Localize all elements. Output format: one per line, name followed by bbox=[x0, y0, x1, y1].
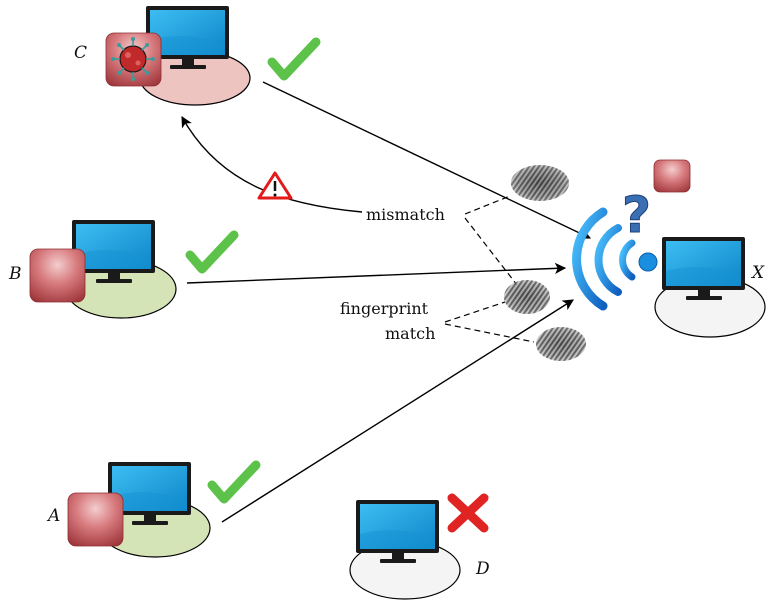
svg-text:?: ? bbox=[622, 186, 651, 244]
monitor-icon bbox=[72, 220, 155, 283]
monitor-icon bbox=[356, 500, 439, 563]
chip-icon bbox=[29, 248, 86, 303]
node-a-label: A bbox=[46, 506, 60, 526]
chip-icon bbox=[67, 492, 124, 547]
monitor-icon bbox=[146, 6, 229, 69]
edge-mismatch-to-c bbox=[181, 116, 363, 213]
edge-a-to-x bbox=[221, 299, 574, 523]
warning-icon bbox=[257, 171, 293, 200]
question-icon: ? bbox=[622, 186, 652, 245]
monitor-icon bbox=[662, 237, 745, 300]
cross-icon bbox=[447, 493, 489, 533]
node-a: A bbox=[46, 460, 261, 558]
fingerprint-icon bbox=[504, 280, 550, 314]
fingerprint-match-label-line2: match bbox=[385, 324, 435, 343]
check-icon bbox=[207, 460, 261, 504]
fingerprint-match-label-line1: fingerprint bbox=[340, 299, 429, 318]
edge-b-to-x bbox=[186, 262, 567, 284]
dash-mismatch-fp-top bbox=[464, 195, 511, 215]
dash-mismatch-fp-mid bbox=[464, 217, 518, 286]
monitor-icon bbox=[108, 462, 191, 525]
check-icon bbox=[185, 230, 239, 274]
edges bbox=[181, 81, 592, 523]
check-icon bbox=[267, 37, 321, 81]
node-d: D bbox=[349, 493, 490, 600]
virus-chip-icon bbox=[105, 32, 162, 87]
node-x: X ? bbox=[572, 159, 766, 338]
node-c: C bbox=[74, 6, 321, 106]
fingerprint-icon bbox=[511, 165, 569, 201]
chip-icon bbox=[653, 159, 691, 193]
edge-c-to-x bbox=[262, 81, 592, 239]
node-b: B bbox=[8, 220, 239, 319]
wifi-icon bbox=[572, 207, 658, 311]
dash-match-fp-mid bbox=[444, 301, 506, 323]
node-b-label: B bbox=[8, 264, 22, 284]
node-d-label: D bbox=[475, 559, 490, 579]
node-x-label: X bbox=[750, 263, 765, 283]
dash-match-fp-bot bbox=[444, 323, 535, 343]
mismatch-label: mismatch bbox=[366, 205, 445, 224]
fingerprint-icon bbox=[536, 327, 586, 361]
node-c-label: C bbox=[74, 43, 87, 63]
